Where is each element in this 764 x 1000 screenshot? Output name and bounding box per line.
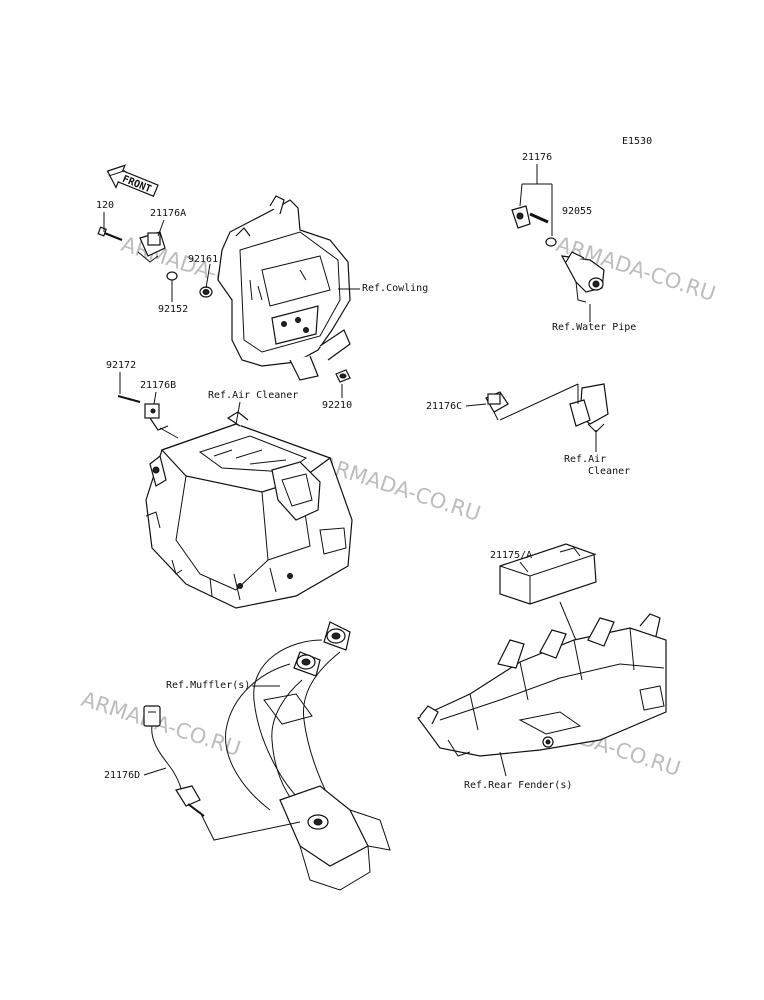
label-92210: 92210 [322,400,352,411]
label-92055: 92055 [562,206,592,217]
label-21176C: 21176C [426,401,462,412]
cowling-bracket [217,195,351,381]
label-120: 120 [96,200,114,211]
muffler-pipes [225,621,391,891]
label-ref-air-cleaner-right-2: Cleaner [588,466,630,477]
label-ref-rear-fender: Ref.Rear Fender(s) [464,780,572,791]
label-21176: 21176 [522,152,552,163]
label-21176B: 21176B [140,380,176,391]
label-ref-air-cleaner-top: Ref.Air Cleaner [208,390,298,401]
label-ref-water-pipe: Ref.Water Pipe [552,322,636,333]
rear-fender [417,613,667,757]
sensor-21176D-group [143,705,205,817]
label-ref-air-cleaner-right-1: Ref.Air [564,454,606,465]
label-ref-mufflers: Ref.Muffler(s) [166,680,250,691]
label-ref-cowling: Ref.Cowling [362,283,428,294]
sensor-21176A-group [97,226,213,298]
watermark-4: ARMADA-CO.RU [78,687,243,761]
label-92172: 92172 [106,360,136,371]
ecu-21175A [499,543,597,605]
sensor-21176C-group [485,383,609,433]
sensor-21176-group [511,205,605,303]
label-92152: 92152 [158,304,188,315]
front-arrow-icon: FRONT [106,164,159,197]
nut-92210 [335,369,351,383]
diagram-code: E1530 [622,136,652,147]
label-21175A: 21175/A [490,550,532,561]
label-92161: 92161 [188,254,218,265]
sensor-21176B-group [117,395,179,439]
label-21176D: 21176D [104,770,140,781]
label-21176A: 21176A [150,208,186,219]
air-cleaner-box [145,411,353,609]
